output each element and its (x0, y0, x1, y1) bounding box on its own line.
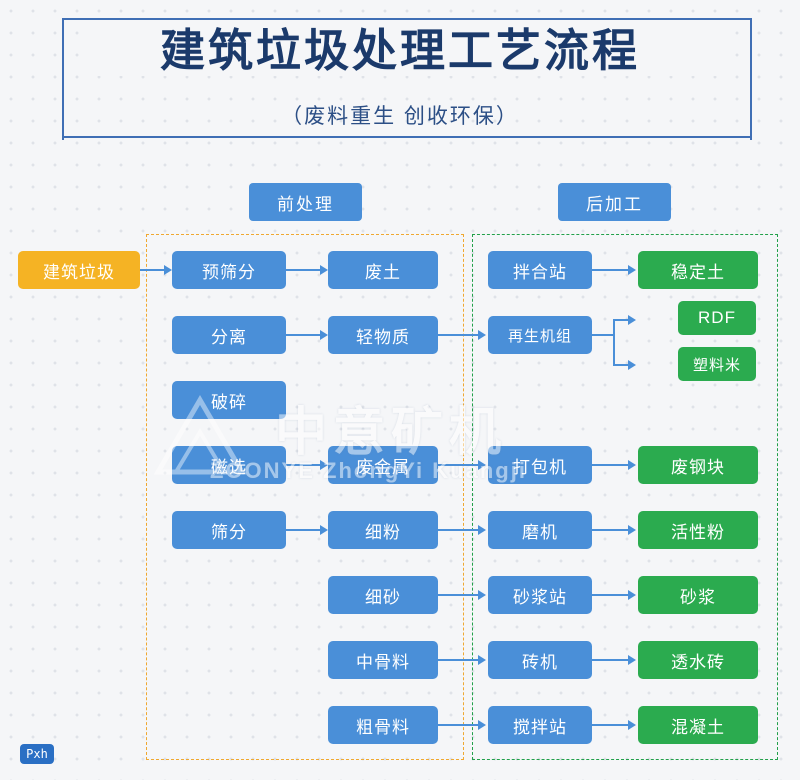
connector-post-branch-down (613, 364, 630, 366)
arrow-source (164, 265, 172, 275)
connector-post-3 (592, 529, 630, 531)
arrow-post-plastic (628, 360, 636, 370)
connector-cross-2 (438, 464, 480, 466)
node-sieving[interactable]: 筛分 (172, 511, 286, 549)
node-medium-aggregate[interactable]: 中骨料 (328, 641, 438, 679)
arrow-cross-3 (478, 525, 486, 535)
node-separation[interactable]: 分离 (172, 316, 286, 354)
arrow-cross-4 (478, 590, 486, 600)
arrow-pre-1 (320, 265, 328, 275)
connector-pre-3 (286, 464, 322, 466)
node-crushing[interactable]: 破碎 (172, 381, 286, 419)
arrow-post-1 (628, 265, 636, 275)
node-permeable-brick[interactable]: 透水砖 (638, 641, 758, 679)
connector-source (140, 269, 168, 271)
connector-post-4 (592, 594, 630, 596)
group-box-pre (146, 234, 464, 760)
arrow-cross-1 (478, 330, 486, 340)
node-stirring-station[interactable]: 搅拌站 (488, 706, 592, 744)
title-frame-gap (84, 20, 730, 76)
title-frame (62, 18, 752, 140)
node-scrap-steel-block[interactable]: 废钢块 (638, 446, 758, 484)
node-fine-sand[interactable]: 细砂 (328, 576, 438, 614)
node-light-material[interactable]: 轻物质 (328, 316, 438, 354)
arrow-cross-2 (478, 460, 486, 470)
corner-logo: Pxh (20, 744, 54, 764)
node-grinder[interactable]: 磨机 (488, 511, 592, 549)
node-magnetic-separation[interactable]: 磁选 (172, 446, 286, 484)
node-mortar[interactable]: 砂浆 (638, 576, 758, 614)
node-coarse-aggregate[interactable]: 粗骨料 (328, 706, 438, 744)
node-mortar-station[interactable]: 砂浆站 (488, 576, 592, 614)
node-active-powder[interactable]: 活性粉 (638, 511, 758, 549)
arrow-post-4 (628, 590, 636, 600)
connector-post-1 (592, 269, 630, 271)
node-baler[interactable]: 打包机 (488, 446, 592, 484)
node-scrap-metal[interactable]: 废金属 (328, 446, 438, 484)
node-brick-machine[interactable]: 砖机 (488, 641, 592, 679)
node-source[interactable]: 建筑垃圾 (18, 251, 140, 289)
node-concrete[interactable]: 混凝土 (638, 706, 758, 744)
connector-post-2 (592, 464, 630, 466)
connector-cross-3 (438, 529, 480, 531)
node-waste-soil[interactable]: 废土 (328, 251, 438, 289)
arrow-cross-6 (478, 720, 486, 730)
connector-pre-1 (286, 269, 322, 271)
connector-cross-4 (438, 594, 480, 596)
arrow-post-3 (628, 525, 636, 535)
arrow-pre-2 (320, 330, 328, 340)
connector-post-branch-up (613, 319, 630, 321)
node-fine-powder[interactable]: 细粉 (328, 511, 438, 549)
node-pre-screening[interactable]: 预筛分 (172, 251, 286, 289)
node-stabilized-soil[interactable]: 稳定土 (638, 251, 758, 289)
connector-post-5 (592, 659, 630, 661)
node-mixing-station[interactable]: 拌合站 (488, 251, 592, 289)
node-recycling-unit[interactable]: 再生机组 (488, 316, 592, 354)
connector-pre-2 (286, 334, 322, 336)
connector-post-6 (592, 724, 630, 726)
arrow-pre-3 (320, 460, 328, 470)
connector-cross-6 (438, 724, 480, 726)
node-plastic-pellets[interactable]: 塑料米 (678, 347, 756, 381)
connector-cross-5 (438, 659, 480, 661)
connector-post-branch-vertical (613, 319, 615, 365)
group-box-post (472, 234, 778, 760)
group-tag-post: 后加工 (558, 183, 671, 221)
page-title: 建筑垃圾处理工艺流程 (159, 24, 640, 77)
page-subtitle: （废料重生 创收环保） (281, 105, 519, 128)
group-tag-pre: 前处理 (249, 183, 362, 221)
node-rdf[interactable]: RDF (678, 301, 756, 335)
arrow-pre-4 (320, 525, 328, 535)
connector-post-branch-stem (592, 334, 614, 336)
arrow-post-2 (628, 460, 636, 470)
arrow-post-rdf (628, 315, 636, 325)
arrow-post-5 (628, 655, 636, 665)
arrow-post-6 (628, 720, 636, 730)
connector-pre-4 (286, 529, 322, 531)
connector-cross-1 (438, 334, 480, 336)
arrow-cross-5 (478, 655, 486, 665)
